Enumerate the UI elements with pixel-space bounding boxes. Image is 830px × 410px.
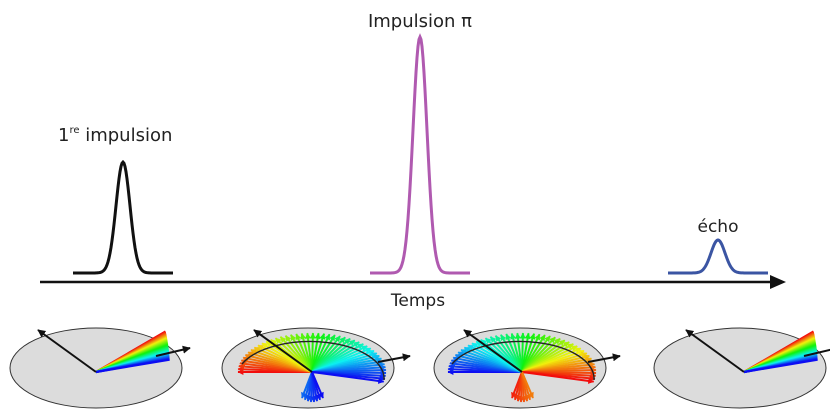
echo-pulse-curve — [668, 238, 768, 275]
spin-vector — [95, 358, 170, 374]
field-vector — [155, 345, 191, 357]
tilted-vector — [463, 329, 523, 373]
spin-vector — [311, 371, 324, 399]
spin-panel-2 — [221, 327, 411, 409]
spin-vector — [743, 358, 818, 374]
first-pulse-label-text: impulsion — [80, 125, 173, 146]
spin-vector — [521, 371, 534, 399]
time-axis-label: Temps — [390, 291, 445, 311]
pi-pulse-label: Impulsion π — [368, 11, 472, 32]
spin-vector — [521, 371, 595, 384]
tilted-vector — [685, 329, 745, 373]
spin-panel-3 — [433, 327, 621, 409]
first-pulse-label: 1re impulsion — [58, 125, 172, 146]
tilted-vector — [253, 329, 313, 373]
field-vector — [803, 348, 830, 357]
precession-arc — [241, 340, 385, 381]
field-vector — [587, 353, 621, 363]
spin-vector — [311, 371, 385, 384]
precession-arc — [451, 340, 595, 381]
field-vector — [377, 353, 411, 363]
tilted-vector — [37, 329, 97, 373]
first-pulse-label-number: 1 — [58, 125, 69, 146]
spin-panel-1 — [9, 327, 191, 409]
time-axis-arrow-icon — [770, 275, 786, 289]
spin-panel-4 — [653, 327, 830, 409]
first-pulse-curve — [73, 159, 173, 275]
first-pulse-label-superscript: re — [69, 125, 79, 136]
echo-label: écho — [698, 217, 739, 237]
pi-pulse-curve — [370, 33, 470, 275]
